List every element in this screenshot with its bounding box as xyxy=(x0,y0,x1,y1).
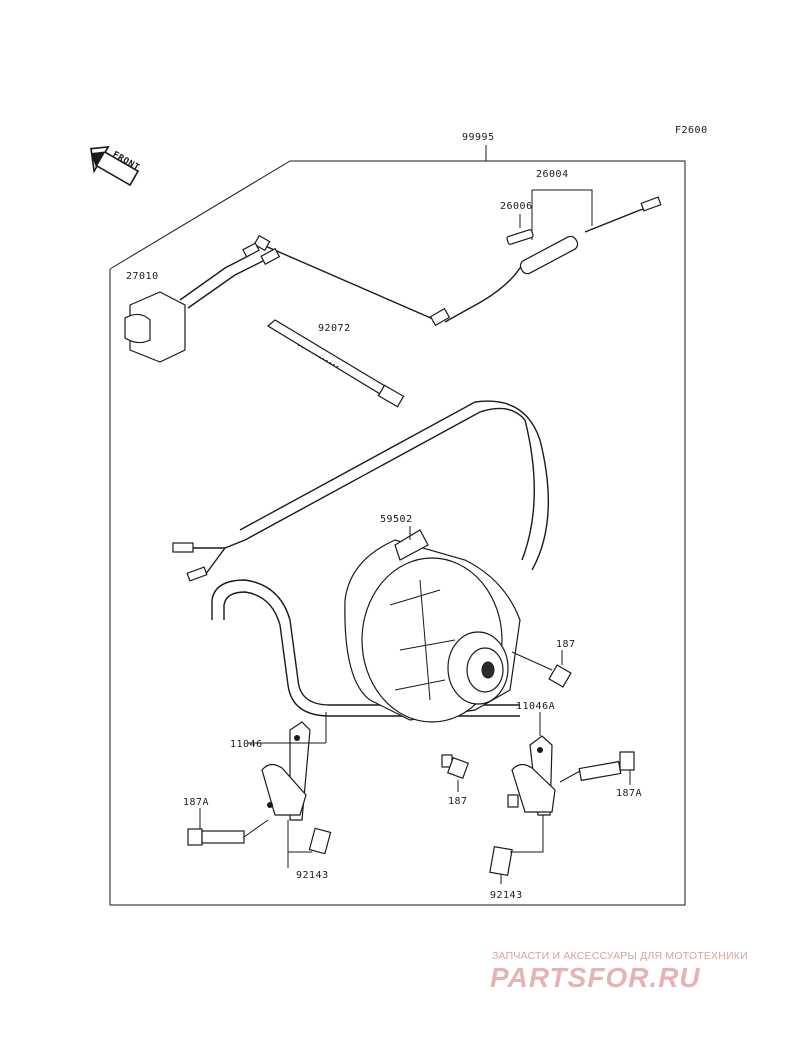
callout-bracket-right: 11046A xyxy=(516,701,555,712)
callout-bolt-right-a: 187A xyxy=(616,788,642,799)
callout-collar-right: 92143 xyxy=(490,890,523,901)
callout-bolt-right: 187 xyxy=(556,639,576,650)
front-arrow-icon xyxy=(90,146,140,187)
bracket-left xyxy=(248,712,327,821)
watermark-logo: PARTSFOR.RU xyxy=(490,962,701,993)
callout-fan: 59502 xyxy=(380,514,413,525)
wiring-harness xyxy=(253,196,662,327)
callout-bolt-center: 187 xyxy=(448,796,468,807)
callout-band: 92072 xyxy=(318,323,351,334)
bolt-right-a xyxy=(559,751,635,785)
watermark-caption: ЗАПЧАСТИ И АКСЕССУАРЫ ДЛЯ МОТОТЕХНИКИ xyxy=(492,950,748,962)
callout-collar-left: 92143 xyxy=(296,870,329,881)
cable-band xyxy=(266,319,405,408)
collar-left xyxy=(287,820,332,868)
bolt-center xyxy=(441,754,470,792)
callout-harness: 26004 xyxy=(536,169,569,180)
figure-code: F2600 xyxy=(675,125,708,136)
bolt-right xyxy=(511,650,572,688)
collar-right xyxy=(489,815,544,884)
fuse xyxy=(506,229,534,245)
bracket-right xyxy=(507,712,556,816)
kit-outline xyxy=(109,145,686,906)
callout-relay: 27010 xyxy=(126,271,159,282)
callout-kit: 99995 xyxy=(462,132,495,143)
fan-assembly xyxy=(344,529,521,723)
callout-bolt-left-a: 187A xyxy=(183,797,209,808)
fan-lead xyxy=(172,400,550,582)
relay xyxy=(124,242,281,363)
bolt-left-a xyxy=(187,808,269,846)
callout-fuse: 26006 xyxy=(500,201,533,212)
hose xyxy=(211,579,520,717)
callout-bracket-left: 11046 xyxy=(230,739,263,750)
